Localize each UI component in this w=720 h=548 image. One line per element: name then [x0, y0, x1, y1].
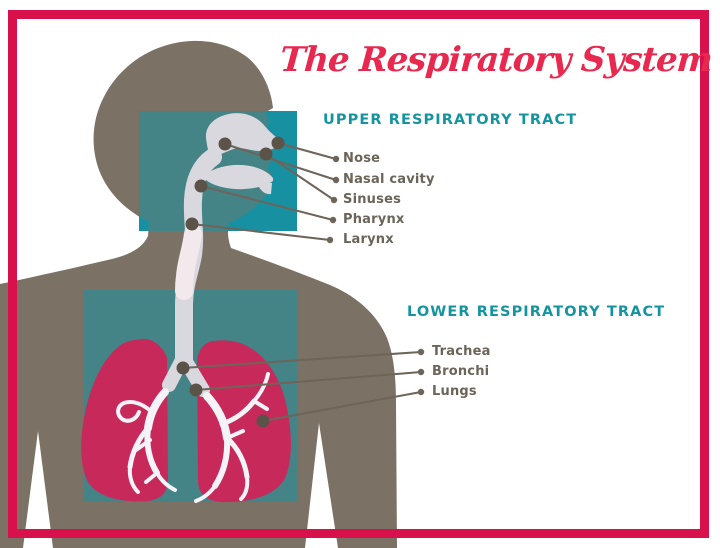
trachea-label-dot — [417, 348, 425, 356]
nasal-cavity-anchor-dot — [218, 137, 232, 151]
lungs-leader-line — [262, 391, 422, 422]
tongue-palate-shape — [205, 164, 273, 190]
label-trachea: Trachea — [432, 344, 491, 359]
label-larynx: Larynx — [343, 232, 394, 247]
label-dots — [326, 155, 425, 396]
label-lungs: Lungs — [432, 384, 477, 399]
sinuses-label-dot — [330, 196, 338, 204]
lungs-label-dot — [417, 388, 425, 396]
nasal-cavity-label-dot — [332, 176, 340, 184]
left-arm-gap — [23, 431, 53, 548]
neck-tube-highlight — [175, 225, 202, 300]
bronchi-leader-line — [195, 371, 422, 391]
bronchial-tree — [116, 372, 270, 503]
sinuses-leader-line — [265, 153, 335, 201]
lungs-anchor-dot — [256, 414, 270, 428]
larynx-leader-line — [191, 223, 331, 241]
sinuses-anchor-dot — [259, 147, 273, 161]
leader-lines — [182, 142, 422, 422]
lower-tract-heading: LOWER RESPIRATORY TRACT — [407, 304, 666, 320]
label-sinuses: Sinuses — [343, 192, 402, 207]
nose-anchor-dot — [271, 136, 285, 150]
poster-border-frame — [8, 10, 709, 538]
nose-leader-line — [277, 142, 337, 160]
larynx-anchor-dot — [185, 217, 199, 231]
bronchi-label-dot — [417, 368, 425, 376]
bronchi-anchor-dot — [189, 383, 203, 397]
larynx-label-dot — [326, 236, 334, 244]
upper-tract-heading: UPPER RESPIRATORY TRACT — [323, 112, 578, 128]
epiglottis-shape — [258, 181, 272, 195]
label-nose: Nose — [343, 151, 381, 166]
pharynx-leader-line — [200, 185, 334, 221]
label-nasal-cavity: Nasal cavity — [343, 172, 435, 187]
trachea-leader-line — [182, 351, 422, 369]
label-pharynx: Pharynx — [343, 212, 405, 227]
pharynx-label-dot — [329, 216, 337, 224]
nose-label-dot — [332, 155, 340, 163]
pharynx-anchor-dot — [194, 179, 208, 193]
anchor-dots — [176, 136, 285, 428]
trachea-anchor-dot — [176, 361, 190, 375]
label-bronchi: Bronchi — [432, 364, 490, 379]
nasal-cavity-leader-line — [224, 143, 337, 181]
right-arm-gap — [305, 423, 338, 548]
page-title: The Respiratory System — [278, 40, 714, 80]
